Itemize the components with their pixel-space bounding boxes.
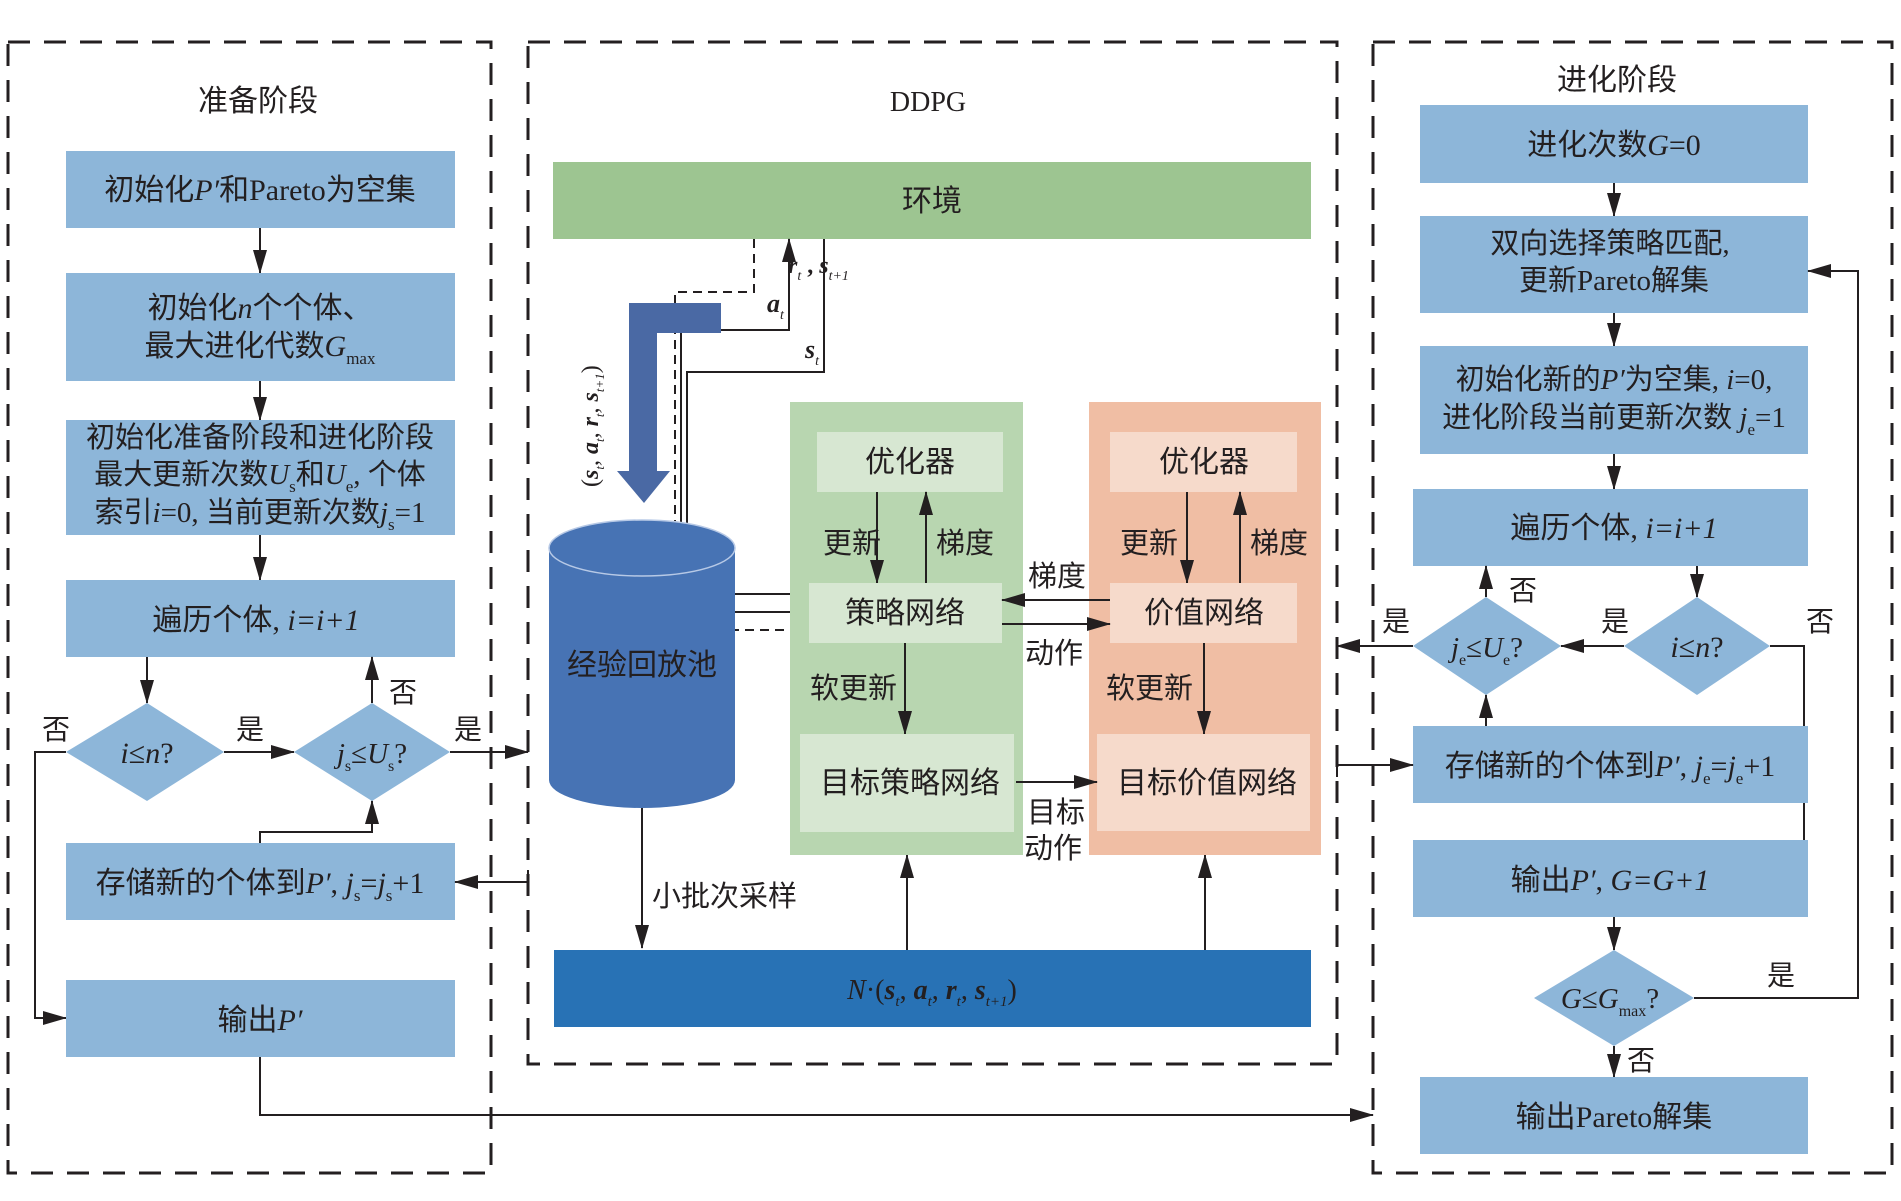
target-critic-box[interactable]: 目标价值网络 [1097,734,1310,831]
svg-text:N·(st, at, rt, st+1): N·(st, at, rt, st+1) [846,975,1017,1010]
svg-text:目标策略网络: 目标策略网络 [820,767,1000,800]
critic-gradient-label: 梯度 [1250,527,1308,560]
svg-text:输出Pareto解集: 输出Pareto解集 [1516,1101,1713,1134]
arrow-evo-decision-g-yes-loop [1694,264,1859,999]
target-actor-box[interactable]: 目标策略网络 [800,734,1014,832]
svg-text:遍历个体, i=i+1: 遍历个体, i=i+1 [1510,512,1717,545]
svg-text:初始化准备阶段和进化阶段: 初始化准备阶段和进化阶段 [86,421,434,454]
minibatch-bar[interactable]: N·(st, at, rt, st+1) [554,950,1311,1027]
prep-decision-j-le-u[interactable]: js≤Us? [294,703,450,801]
critic-soft-update-label: 软更新 [1106,672,1193,705]
actor-update-label: 更新 [823,527,881,560]
svg-text:je≤Ue?: je≤Ue? [1447,632,1523,669]
evo-store-box[interactable]: 存储新的个体到P′, je=je+1 [1413,726,1808,803]
ddpg-title: DDPG [890,87,966,118]
svg-text:存储新的个体到P′, je=je+1: 存储新的个体到P′, je=je+1 [1445,750,1776,788]
label-prep-no-1: 否 [42,715,70,746]
evo-output-box[interactable]: 输出P′, G=G+1 [1413,840,1808,917]
action-label: at [767,289,785,323]
svg-text:存储新的个体到P′, js=js+1: 存储新的个体到P′, js=js+1 [96,867,425,905]
prep-init-individuals-box[interactable]: 初始化n个个体、 最大进化代数Gmax [66,273,455,381]
svg-text:环境: 环境 [902,185,962,218]
svg-text:输出P′, G=G+1: 输出P′, G=G+1 [1511,864,1710,897]
arrow-decision-i-no-to-output [34,751,67,1025]
svg-text:优化器: 优化器 [865,446,955,479]
link-target-action-label-1: 目标 [1027,796,1085,829]
link-action-label: 动作 [1025,637,1083,670]
prep-store-box[interactable]: 存储新的个体到P′, js=js+1 [66,843,455,920]
label-prep-yes-1: 是 [236,715,264,746]
label-evo-no-g: 否 [1627,1046,1655,1077]
label-prep-no-2: 否 [389,678,417,709]
label-prep-yes-2: 是 [454,715,482,746]
svg-text:js≤Us?: js≤Us? [333,738,407,775]
link-gradient-label: 梯度 [1028,560,1086,593]
evolution-phase-container [1371,40,1894,1175]
evo-init-g-box[interactable]: 进化次数G=0 [1420,105,1808,183]
critic-update-label: 更新 [1120,527,1178,560]
svg-text:遍历个体, i=i+1: 遍历个体, i=i+1 [152,604,359,637]
svg-text:进化次数G=0: 进化次数G=0 [1527,129,1701,162]
label-evo-yes-i: 是 [1601,607,1629,638]
label-evo-no-i: 否 [1806,607,1834,638]
evolution-title: 进化阶段 [1557,64,1677,97]
svg-text:价值网络: 价值网络 [1144,597,1264,630]
evo-traverse-box[interactable]: 遍历个体, i=i+1 [1413,489,1808,566]
svg-text:i≤n?: i≤n? [120,737,173,770]
svg-text:输出P′: 输出P′ [218,1004,303,1037]
svg-text:优化器: 优化器 [1159,446,1249,479]
evo-final-box[interactable]: 输出Pareto解集 [1420,1077,1808,1154]
replay-pool-cylinder[interactable]: 经验回放池 [548,519,736,808]
arrow-output-to-evolution [259,1057,1374,1122]
prep-init-params-box[interactable]: 初始化准备阶段和进化阶段 最大更新次数Us和Ue, 个体 索引i=0, 当前更新… [66,420,455,535]
state-label: st [804,335,820,369]
label-evo-no-j: 否 [1509,576,1537,607]
svg-text:最大进化代数Gmax: 最大进化代数Gmax [145,330,376,368]
evo-decision-i-le-n[interactable]: i≤n? [1624,597,1770,695]
link-target-action-label-2: 动作 [1024,832,1082,865]
svg-text:初始化新的P′为空集, i=0,: 初始化新的P′为空集, i=0, [1456,363,1773,396]
evo-decision-j-le-u[interactable]: je≤Ue? [1413,597,1561,695]
evo-decision-g-le-gmax[interactable]: G≤Gmax? [1534,950,1694,1046]
ddpg-container [526,40,1339,1066]
prep-traverse-box[interactable]: 遍历个体, i=i+1 [66,580,455,657]
svg-text:初始化P′和Pareto为空集: 初始化P′和Pareto为空集 [104,174,416,207]
preparation-phase-container [6,40,493,1175]
actor-gradient-label: 梯度 [936,527,994,560]
svg-text:目标价值网络: 目标价值网络 [1117,767,1297,800]
svg-text:索引i=0, 当前更新次数js=1: 索引i=0, 当前更新次数js=1 [95,496,426,534]
svg-text:i≤n?: i≤n? [1670,631,1723,664]
svg-text:双向选择策略匹配,: 双向选择策略匹配, [1490,227,1729,260]
transition-label: (st, at, rt, st+1) [578,365,607,487]
critic-optimizer-box[interactable]: 优化器 [1110,432,1297,492]
arrow-store-to-decision-j [259,800,379,843]
evo-init-new-box[interactable]: 初始化新的P′为空集, i=0, 进化阶段当前更新次数 je=1 [1420,346,1808,454]
label-evo-yes-j: 是 [1382,607,1410,638]
prep-output-box[interactable]: 输出P′ [66,980,455,1057]
store-transition-arrow [617,303,721,503]
svg-text:初始化n个个体、: 初始化n个个体、 [148,292,373,325]
svg-text:最大更新次数Us和Ue, 个体: 最大更新次数Us和Ue, 个体 [94,458,426,496]
svg-text:经验回放池: 经验回放池 [567,649,717,682]
prep-decision-i-le-n[interactable]: i≤n? [66,703,224,801]
actor-soft-update-label: 软更新 [810,672,897,705]
actor-optimizer-box[interactable]: 优化器 [817,432,1003,492]
svg-text:进化阶段当前更新次数 je=1: 进化阶段当前更新次数 je=1 [1442,401,1786,439]
preparation-title: 准备阶段 [198,85,318,118]
label-evo-yes-g: 是 [1767,961,1795,992]
reward-next-state-label: rt , st+1 [788,253,849,284]
environment-box[interactable]: 环境 [553,162,1311,239]
svg-text:策略网络: 策略网络 [845,597,965,630]
actor-network-box[interactable]: 策略网络 [809,583,1002,643]
svg-text:更新Pareto解集: 更新Pareto解集 [1519,264,1709,297]
critic-network-box[interactable]: 价值网络 [1110,583,1297,643]
evo-match-box[interactable]: 双向选择策略匹配, 更新Pareto解集 [1420,216,1808,313]
svg-text:G≤Gmax?: G≤Gmax? [1561,983,1659,1020]
minibatch-sample-label: 小批次采样 [652,880,797,913]
prep-init-pareto-box[interactable]: 初始化P′和Pareto为空集 [66,151,455,228]
